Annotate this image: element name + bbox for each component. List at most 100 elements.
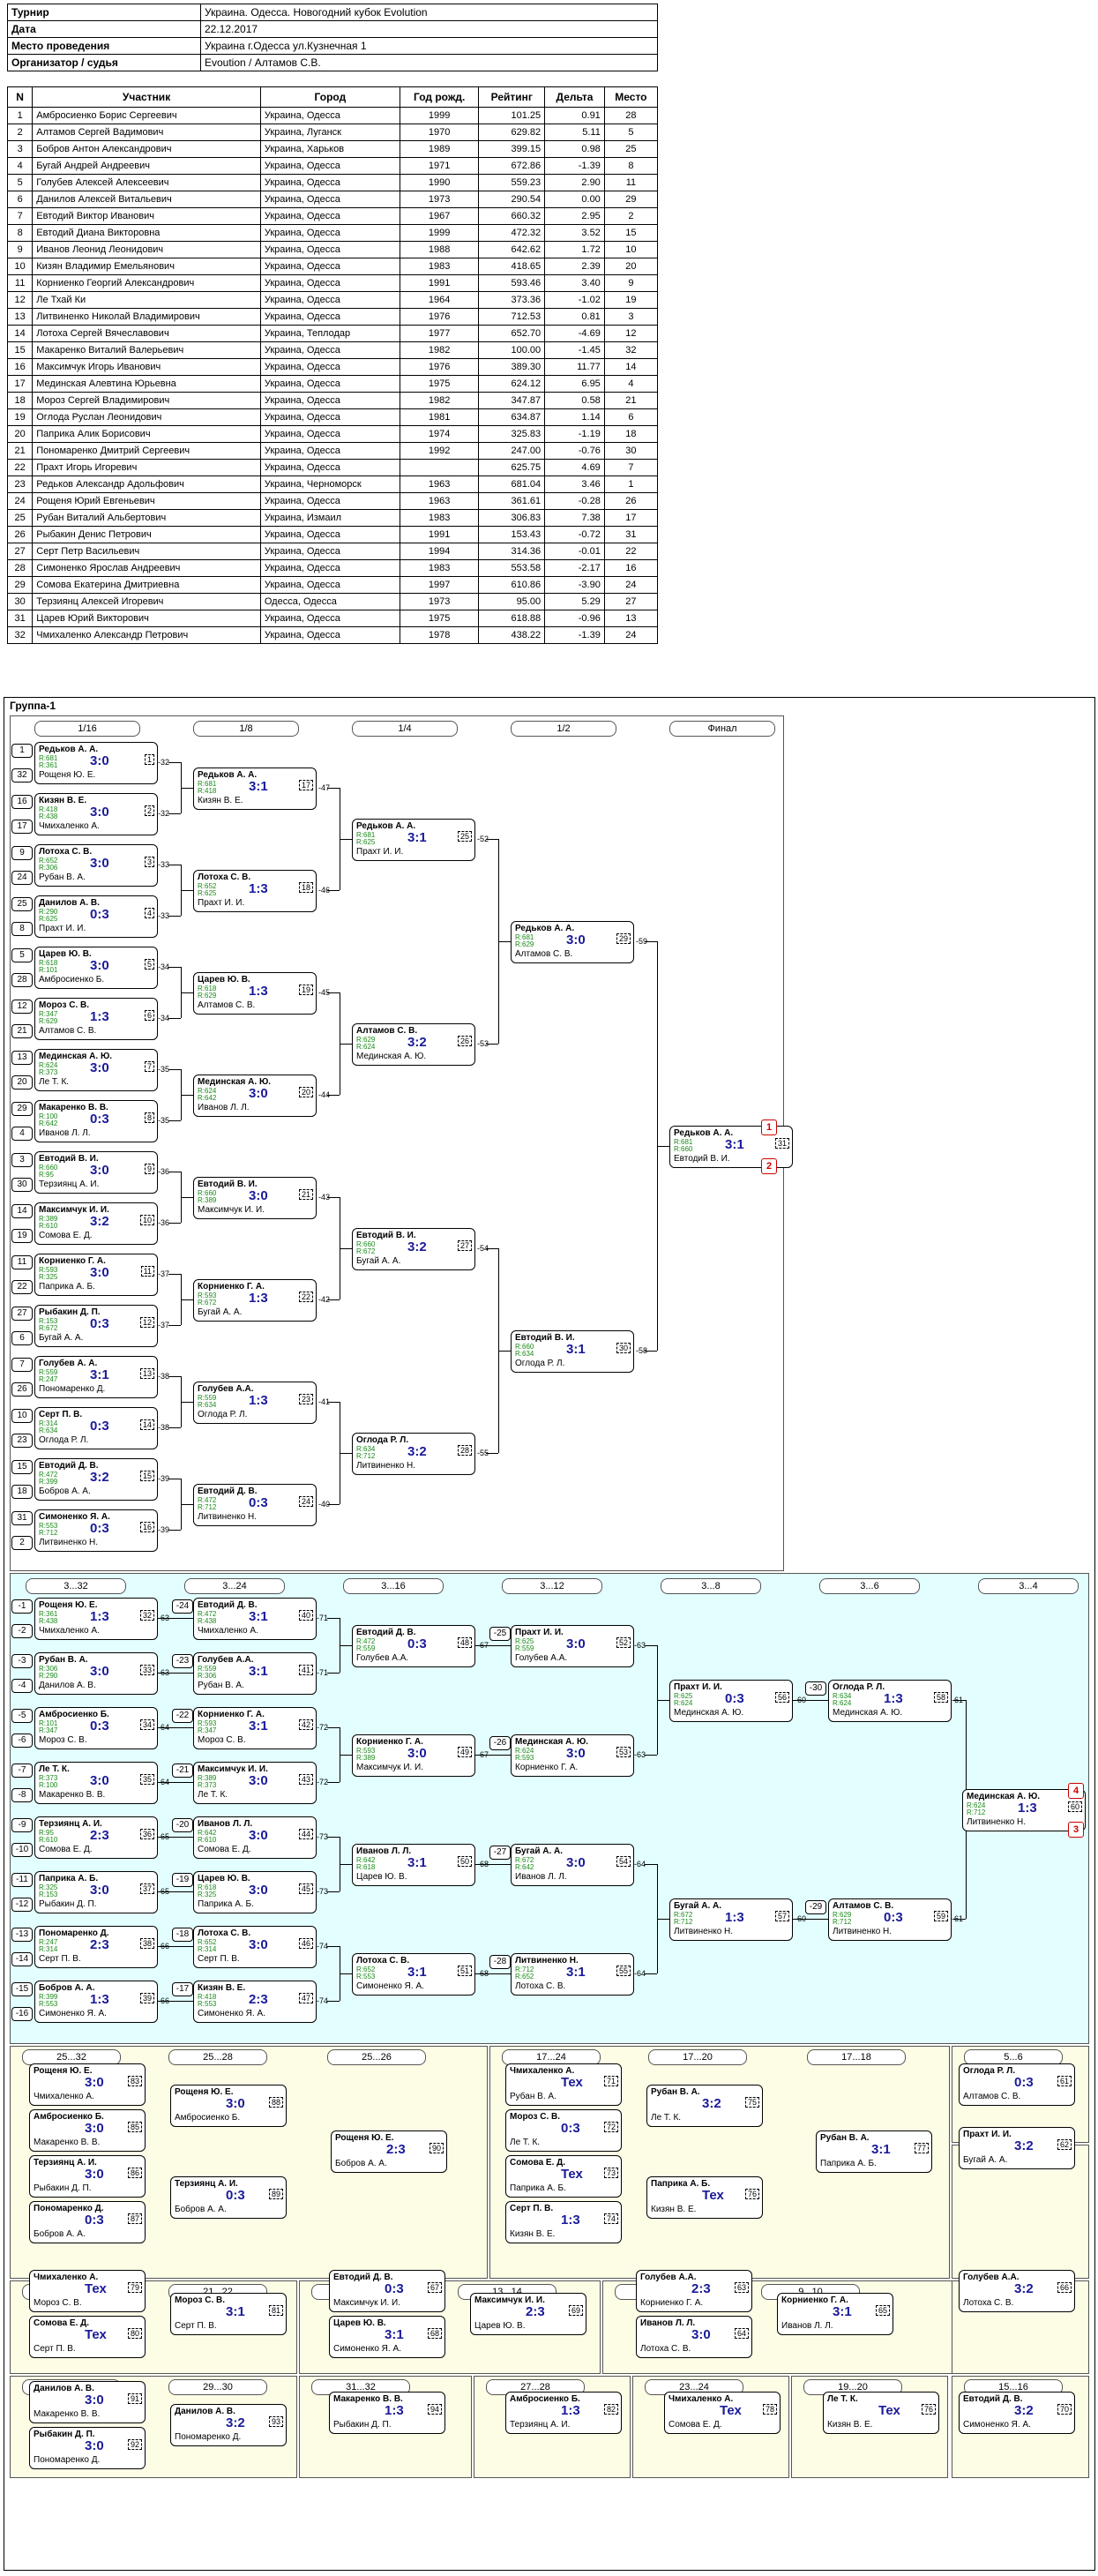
match-number: 10 [139, 1215, 154, 1225]
seed-slot: -10 [11, 1843, 33, 1857]
connector-line [158, 1837, 193, 1838]
score: 1:3 [1018, 1801, 1037, 1816]
loser-destination: -36 [158, 1218, 170, 1227]
connector-line [486, 1044, 498, 1045]
seed-slot: 23 [11, 1434, 33, 1448]
match-number: 85 [127, 2122, 142, 2132]
ratings: R:652 R:553 [356, 1966, 376, 1981]
table-cell: 5 [603, 124, 659, 141]
table-cell: 29 [603, 191, 659, 208]
match-number: 52 [616, 1637, 631, 1648]
table-cell: 13 [603, 610, 659, 627]
score: 0:3 [90, 1719, 109, 1734]
score: 3:0 [90, 1773, 109, 1788]
table-cell: 247.00 [478, 442, 546, 460]
table-cell: Украина, Одесса [259, 157, 400, 175]
loser-destination: -53 [477, 1039, 489, 1048]
loser-destination: -40 [318, 1500, 331, 1509]
ratings: R:629 R:624 [356, 1036, 376, 1051]
player-1: Корниенко Г. А. [39, 1256, 106, 1266]
player-2: Терзиянц А. И. [510, 2420, 571, 2430]
ratings: R:681 R:418 [198, 780, 217, 795]
player-2: Мединская А. Ю. [356, 1052, 427, 1061]
table-cell: 625.75 [478, 459, 546, 476]
match-number: 3 [144, 857, 154, 867]
table-cell: Одесса, Одесса [259, 593, 400, 610]
table-cell: 1967 [399, 207, 480, 225]
match-number: 7 [144, 1061, 154, 1072]
score: 3:0 [85, 2393, 104, 2408]
table-cell: 2.39 [544, 258, 605, 275]
loser-destination: -34 [158, 1014, 170, 1022]
match-number: 87 [127, 2213, 142, 2224]
seed-slot: 1 [11, 744, 33, 758]
score: 1:3 [385, 2403, 404, 2418]
player-1: Мединская А. Ю. [39, 1052, 113, 1061]
loser-destination: -63 [634, 1750, 646, 1759]
table-cell: 2 [6, 124, 34, 141]
match-number: 40 [298, 1610, 313, 1621]
connector-line [340, 1453, 352, 1454]
score: 3:1 [249, 779, 268, 794]
table-cell: 593.46 [478, 274, 546, 292]
connector-line [645, 1645, 657, 1646]
player-2: Прахт И. И. [356, 847, 404, 857]
table-cell: 712.53 [478, 308, 546, 326]
player-2: Ле Т. К. [198, 1790, 228, 1800]
table-cell: 1988 [399, 241, 480, 258]
player-2: Лотоха С. В. [515, 1981, 566, 1991]
table-cell: Украина, Одесса [259, 526, 400, 543]
seed-slot: -16 [11, 2007, 33, 2021]
table-cell: 1989 [399, 140, 480, 158]
match-number: 13 [139, 1368, 154, 1379]
connector-line [181, 1095, 193, 1096]
player-1: Евтодий В. И. [39, 1154, 99, 1164]
player-1: Мединская А. Ю. [515, 1737, 589, 1747]
score: Тех [561, 2075, 583, 2090]
connector-line [158, 1673, 193, 1674]
table-cell: 472.32 [478, 224, 546, 242]
loser-destination: -59 [636, 937, 648, 946]
score: 3:0 [407, 1746, 427, 1761]
ratings: R:593 R:325 [39, 1266, 58, 1281]
player-1: Амбросиенко Б. [39, 1710, 109, 1719]
score: 3:0 [249, 1086, 268, 1101]
table-cell: 20 [6, 425, 34, 443]
loser-destination: -42 [318, 1295, 331, 1304]
table-cell: 3.46 [544, 476, 605, 493]
table-cell: 30 [603, 442, 659, 460]
player-2: Макаренко В. В. [34, 2409, 101, 2419]
match-number: 53 [616, 1747, 631, 1757]
player-2: Сомова Е. Д. [198, 1845, 251, 1854]
match-number: 54 [616, 1856, 631, 1867]
table-cell: Украина, Одесса [259, 559, 400, 577]
player-1: Евтодий В. И. [356, 1231, 416, 1240]
score: 3:0 [90, 1060, 109, 1075]
table-cell: 28 [6, 559, 34, 577]
player-2: Литвиненко Н. [39, 1538, 99, 1547]
ratings: R:325 R:153 [39, 1883, 58, 1898]
group-title: Группа-1 [10, 700, 56, 712]
ratings: R:472 R:712 [198, 1496, 217, 1511]
match-number: 24 [298, 1496, 313, 1507]
connector-line [168, 1069, 181, 1070]
ratings: R:618 R:101 [39, 959, 58, 974]
table-cell: 2 [603, 207, 659, 225]
